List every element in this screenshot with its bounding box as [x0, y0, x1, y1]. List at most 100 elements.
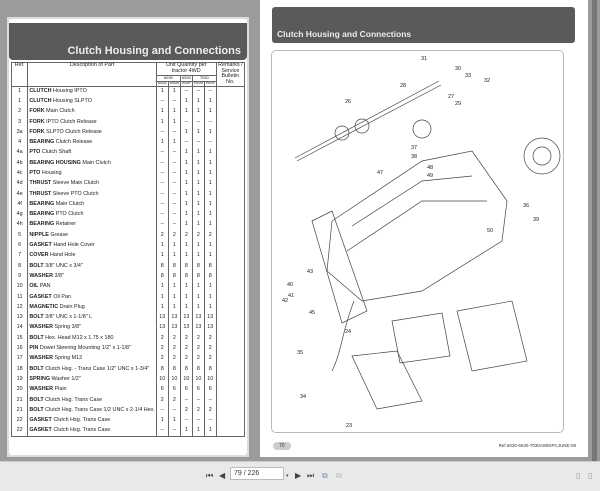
remarks-cell [215, 117, 246, 128]
part-detail: Clutch Shaft [41, 149, 72, 156]
remarks-cell [215, 199, 246, 210]
page-banner: Clutch Housing and Connections [272, 7, 575, 43]
qty-cell: 2 [203, 230, 217, 241]
qty-cell: 1 [203, 199, 217, 210]
last-page-icon[interactable]: ⏭ [307, 471, 315, 480]
remarks-cell [215, 364, 246, 375]
qty-cell: 2 [191, 333, 205, 344]
page-number-input[interactable]: 79 / 226 [230, 467, 284, 480]
part-detail: Sleeve PTO Clutch [52, 190, 99, 197]
qty-cell: 1 [167, 292, 181, 303]
qty-cell: – [155, 127, 169, 138]
qty-cell: 8 [203, 261, 217, 272]
description-cell: OIL PAN [27, 281, 157, 293]
vertical-scrollbar[interactable] [592, 0, 597, 461]
qty-cell: 1 [191, 96, 205, 107]
left-page: Clutch Housing and Connections Ref.Descr… [7, 17, 249, 457]
next-page-icon[interactable]: ▶ [295, 471, 302, 480]
qty-cell: 1 [179, 292, 193, 303]
part-detail: SLPTO Clutch Release [46, 128, 102, 135]
description-cell: THRUST Sleeve Main Clutch [27, 178, 157, 190]
view-mode-icon[interactable]: ⧉ [322, 471, 328, 480]
qty-cell: – [167, 158, 181, 169]
qty-cell: 10 [167, 374, 181, 385]
qty-cell: 8 [203, 364, 217, 375]
part-name: MAGNETIC [29, 303, 59, 310]
qty-cell: 1 [155, 302, 169, 313]
qty-cell: 1 [191, 425, 205, 437]
remarks-cell [215, 86, 246, 97]
part-detail: 3/8" UNC x 1-1/8" L [45, 314, 93, 321]
qty-cell: 13 [167, 323, 181, 334]
remarks-cell [215, 178, 246, 190]
remarks-cell [215, 353, 246, 365]
page-icon[interactable]: ▯ [576, 471, 581, 480]
part-name: BOLT [29, 365, 44, 372]
qty-cell: 2 [179, 230, 193, 241]
qty-cell: 8 [203, 271, 217, 282]
description-cell: BEARING Clutch Release [27, 137, 157, 148]
description-cell: BEARING PTO Clutch [27, 209, 157, 221]
part-name: COVER [29, 252, 49, 259]
description-cell: BEARING HOUSING Main Clutch [27, 158, 157, 169]
col-unit-qty: Unit Quantity per tractor 4WD [155, 62, 217, 77]
qty-cell: – [155, 96, 169, 107]
part-detail: PTO Clutch [55, 211, 84, 218]
description-cell: BEARING Main Clutch [27, 199, 157, 210]
part-name: CLUTCH [29, 97, 52, 104]
col-remarks: Remarks / Service Bulletin No. [215, 62, 246, 87]
qty-cell: 13 [203, 323, 217, 334]
part-name: PIN [29, 345, 39, 352]
callout-label: 45 [309, 310, 315, 316]
remarks-cell [215, 333, 246, 344]
qty-cell: 1 [179, 96, 193, 107]
ref-cell: 6 [10, 240, 29, 251]
qty-cell: – [203, 415, 217, 426]
remarks-cell [215, 250, 246, 262]
description-cell: PTO Clutch Shaft [27, 147, 157, 159]
remarks-cell [215, 261, 246, 272]
code-header: PGMN [191, 81, 205, 87]
prev-page-icon[interactable]: ◀ [219, 471, 226, 480]
qty-cell: 6 [155, 384, 169, 396]
remarks-cell [215, 302, 246, 313]
bookmark-icon[interactable]: ▯ [588, 471, 593, 480]
part-detail: Plain [54, 386, 67, 393]
view-mode-2-icon[interactable]: ⧉ [336, 471, 342, 480]
ref-cell: 4a [10, 147, 29, 159]
description-cell: FORK IPTO Clutch Release [27, 117, 157, 128]
part-name: BEARING [29, 200, 55, 207]
qty-cell: 1 [167, 137, 181, 148]
callout-label: 38 [411, 154, 417, 160]
description-cell: BOLT Hex. Head M12 x 1.75 x 180 [27, 333, 157, 344]
description-cell: CLUTCH Housing IPTO [27, 86, 157, 97]
qty-cell: 10 [203, 374, 217, 385]
remarks-cell [215, 158, 246, 169]
remarks-cell [215, 405, 246, 416]
qty-cell: 1 [179, 209, 193, 221]
page-dropdown-icon[interactable]: ▾ [286, 473, 289, 479]
qty-cell: 8 [191, 271, 205, 282]
qty-cell: 1 [167, 86, 181, 97]
qty-cell: 1 [191, 199, 205, 210]
ref-cell: 21 [10, 395, 29, 406]
qty-cell: – [155, 168, 169, 179]
qty-cell: 1 [179, 425, 193, 437]
part-detail: 3/8" [54, 272, 64, 279]
ref-cell: 3a [10, 127, 29, 138]
qty-cell: – [167, 127, 181, 138]
ref-cell: 3 [10, 117, 29, 128]
part-detail: Housing SLPTO [53, 97, 92, 104]
ref-cell: 13 [10, 312, 29, 324]
qty-cell: 2 [191, 343, 205, 354]
first-page-icon[interactable]: ⏮ [206, 471, 214, 480]
model-header: 7030 [191, 75, 217, 83]
qty-cell: 2 [167, 353, 181, 365]
